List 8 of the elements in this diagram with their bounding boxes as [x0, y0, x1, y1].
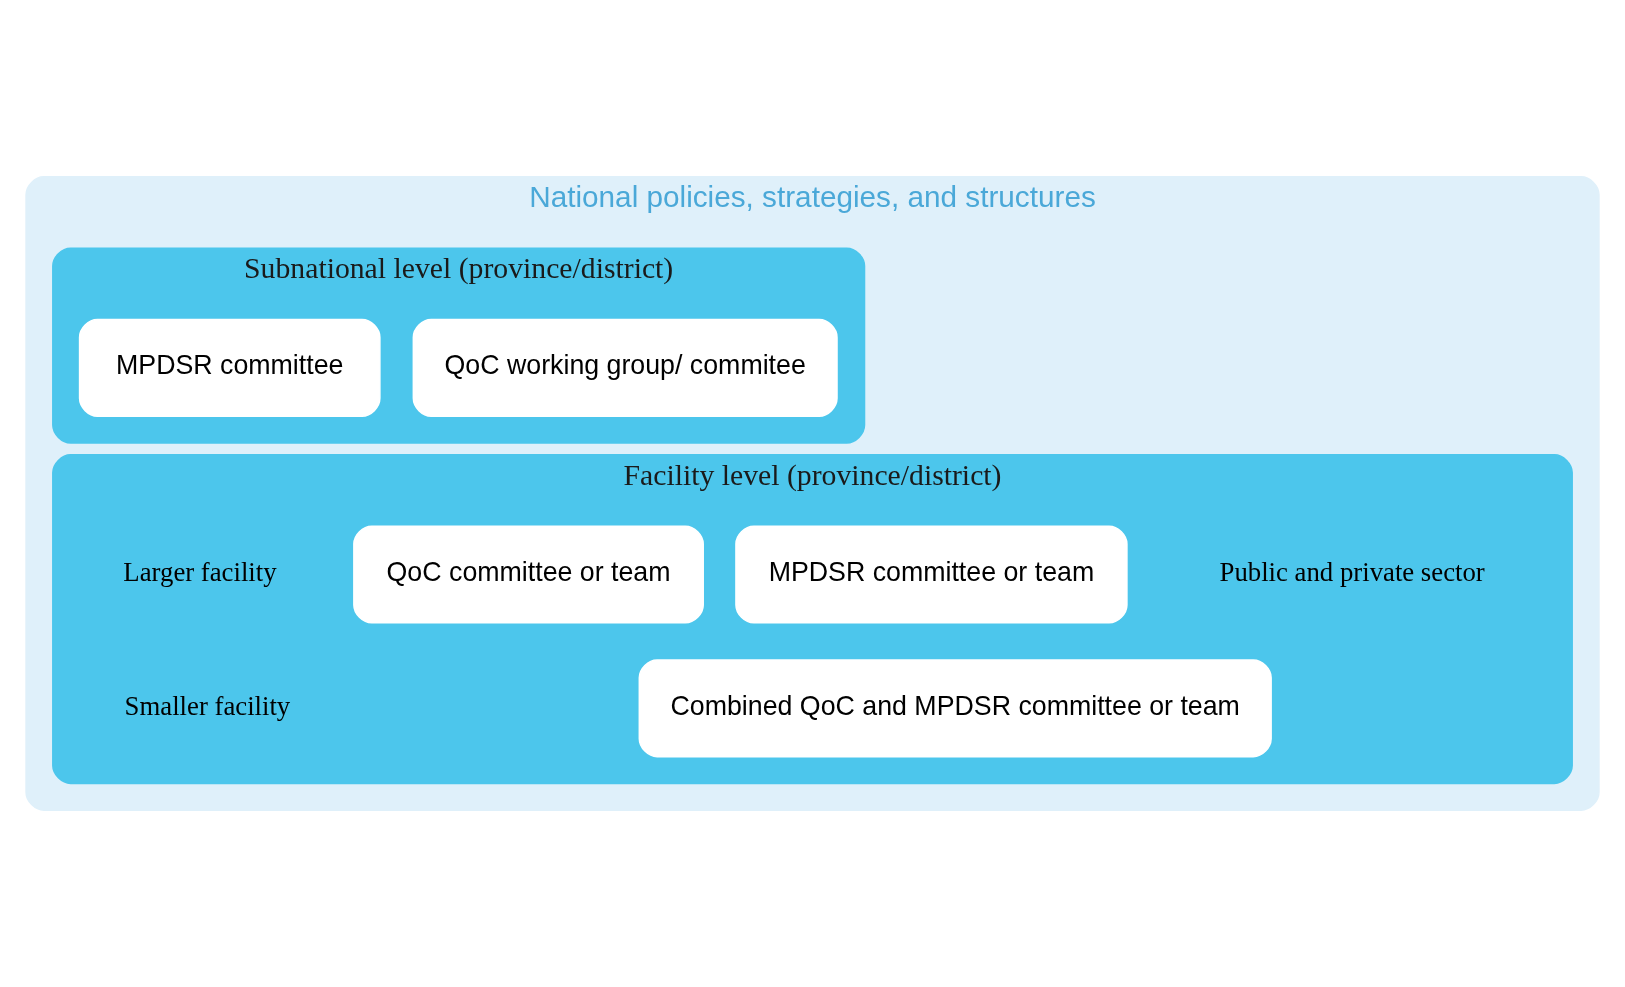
- label: Smaller facility: [124, 690, 291, 721]
- node-box: MPDSR committee or team: [735, 525, 1128, 624]
- node-box: QoC committee or team: [353, 525, 704, 624]
- node-box: Combined QoC and MPDSR committee or team: [638, 659, 1272, 758]
- node-box: MPDSR committee: [78, 318, 381, 417]
- label: Public and private sector: [1219, 557, 1485, 588]
- label: Larger facility: [123, 557, 277, 588]
- node-box: QoC working group/ commitee: [412, 318, 838, 417]
